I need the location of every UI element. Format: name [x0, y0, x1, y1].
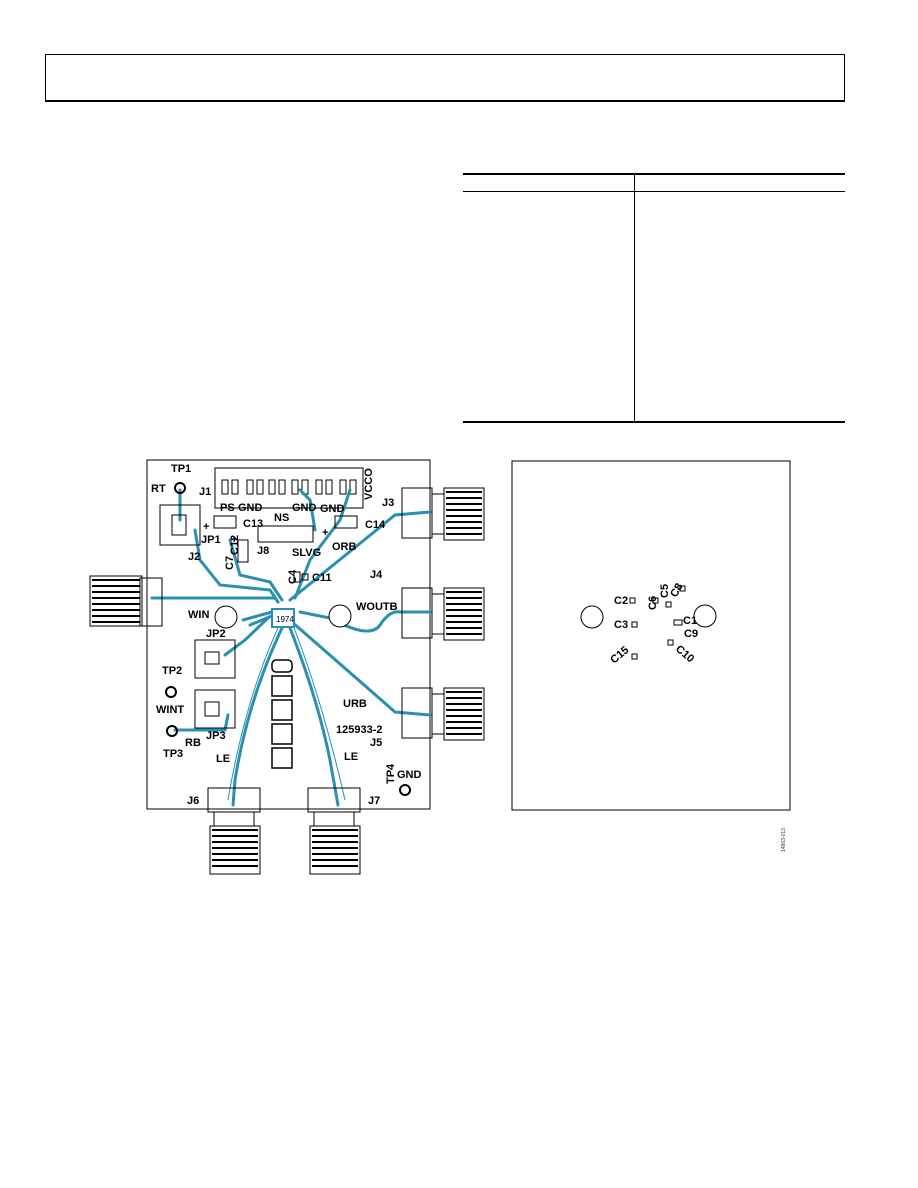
- label-c2: C2: [614, 595, 628, 607]
- label-ps: PS: [220, 502, 235, 514]
- label-c13: C13: [243, 518, 263, 530]
- sma-connector-j2: [89, 575, 163, 627]
- label-slvg: SLVG: [292, 547, 321, 559]
- label-jp3: JP3: [206, 730, 226, 742]
- label-plus-3: +: [231, 534, 237, 546]
- label-c7: C7: [224, 556, 236, 570]
- page-header-box: [45, 54, 845, 102]
- label-c14: C14: [365, 519, 386, 531]
- board-bottom-outline: [511, 460, 791, 811]
- label-le-right: LE: [344, 751, 358, 763]
- label-j8: J8: [257, 545, 269, 557]
- mounting-hole-right: [328, 604, 352, 628]
- label-rb: RB: [185, 737, 201, 749]
- label-c5: C5: [659, 584, 671, 598]
- board-outline: [146, 459, 431, 810]
- mounting-hole-left: [214, 605, 238, 629]
- table-column-divider: [634, 173, 635, 423]
- mounting-hole-bottom-left: [580, 605, 604, 629]
- capacitor-c4: [293, 571, 301, 583]
- capacitor-c11: [301, 573, 309, 581]
- sma-connector-j3: [401, 487, 485, 541]
- label-c12: C12: [229, 535, 241, 555]
- evaluation-board-top-view: 1974: [89, 459, 485, 875]
- label-orb: ORB: [332, 541, 357, 553]
- capacitor-c12: [237, 539, 249, 563]
- label-c10: C10: [673, 643, 696, 665]
- test-point-tp2: [165, 686, 177, 698]
- label-c9: C9: [684, 628, 698, 640]
- label-gnd-2: GND: [292, 502, 317, 514]
- label-vcco: VCCO: [363, 468, 375, 500]
- label-c11: C11: [312, 572, 332, 584]
- label-gnd-3: GND: [320, 503, 345, 515]
- label-c15: C15: [608, 644, 631, 666]
- manufacturer-logo: [271, 659, 293, 769]
- bottom-components: [629, 585, 686, 660]
- figure-id: 14863-013: [781, 828, 787, 852]
- table-bottom-rule: [463, 421, 845, 423]
- test-point-tp1: [174, 482, 186, 494]
- label-tp3: TP3: [163, 748, 183, 760]
- label-rt: RT: [151, 483, 166, 495]
- label-part-number: 125933-2: [336, 724, 383, 736]
- capacitor-c14: [334, 515, 358, 529]
- label-j6: J6: [187, 795, 199, 807]
- jumper-j8: [257, 525, 314, 543]
- header-pins: [221, 479, 357, 495]
- chip-label: 1974: [276, 615, 294, 624]
- mounting-hole-bottom-right: [693, 604, 717, 628]
- jumper-jp2: [194, 639, 236, 679]
- label-gnd-1: GND: [238, 502, 263, 514]
- evaluation-board-bottom-view: C2 C6 C5 C8 C3 C1 C9 C15 C10: [511, 460, 791, 811]
- label-ns: NS: [274, 512, 289, 524]
- label-tp2: TP2: [162, 665, 182, 677]
- label-plus-2: +: [322, 527, 328, 539]
- label-jp1: JP1: [201, 534, 221, 546]
- table-header-rule: [463, 191, 845, 192]
- sma-connector-j6: [207, 787, 261, 875]
- ic-package: [271, 608, 295, 628]
- jumper-jp3: [194, 689, 236, 729]
- label-plus-1: +: [203, 521, 209, 533]
- label-j4: J4: [370, 569, 383, 581]
- label-j3: J3: [382, 497, 394, 509]
- label-j2: J2: [188, 551, 200, 563]
- label-woutb: WOUTB: [356, 601, 398, 613]
- label-j1: J1: [199, 486, 211, 498]
- sma-connector-j4: [401, 587, 485, 641]
- sma-connector-j7: [307, 787, 361, 875]
- specification-table: [463, 173, 845, 423]
- label-tp1: TP1: [171, 463, 191, 475]
- label-jp2: JP2: [206, 628, 226, 640]
- sma-connector-j5: [401, 687, 485, 741]
- label-c3: C3: [614, 619, 628, 631]
- capacitor-c13: [213, 515, 237, 529]
- label-gnd-4: GND: [397, 769, 422, 781]
- label-wint: WINT: [156, 704, 184, 716]
- label-c4: C4: [287, 569, 299, 584]
- label-win: WIN: [188, 609, 209, 621]
- label-tp4: TP4: [385, 763, 397, 784]
- label-j5: J5: [370, 737, 382, 749]
- test-point-tp4: [399, 784, 411, 796]
- label-c1: C1: [683, 615, 697, 627]
- label-c6: C6: [647, 596, 659, 610]
- jumper-jp1: [159, 504, 201, 546]
- pcb-traces: [150, 488, 432, 807]
- header-j1: [214, 467, 364, 509]
- label-urb: URB: [343, 698, 367, 710]
- test-point-tp3: [166, 725, 178, 737]
- label-le-left: LE: [216, 753, 230, 765]
- rf-traces-fine: [227, 627, 346, 801]
- table-top-rule: [463, 173, 845, 175]
- label-j7: J7: [368, 795, 380, 807]
